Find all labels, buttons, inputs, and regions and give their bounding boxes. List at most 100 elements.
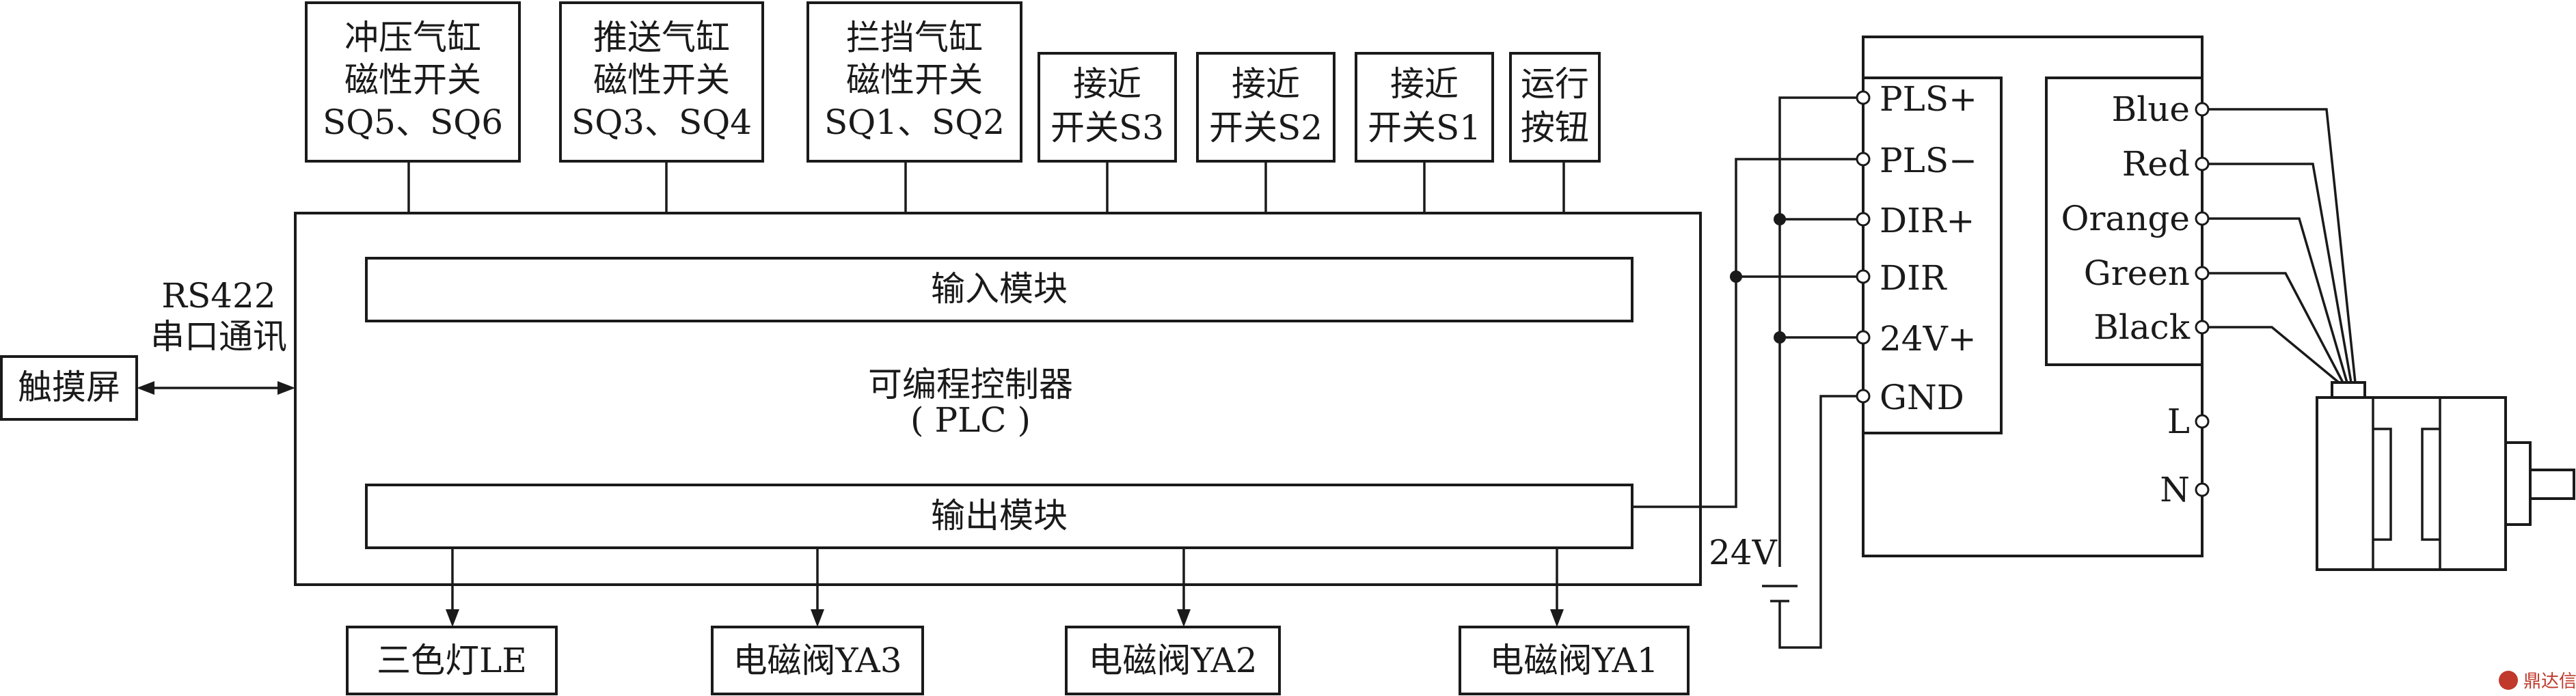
- input-label-line: 开关S2: [1209, 108, 1323, 148]
- input-module-label: 输入模块: [931, 269, 1068, 309]
- mains-label: L: [2167, 402, 2190, 441]
- input-label-line: 磁性开关: [846, 60, 983, 100]
- arrowhead: [137, 381, 154, 395]
- output-box-valve-ya3: 电磁阀YA3: [711, 626, 924, 695]
- terminal-label: DIR: [1880, 258, 1947, 298]
- output-box-tricolor-lamp: 三色灯LE: [346, 626, 558, 695]
- motor-pole: [2373, 428, 2392, 541]
- junction-dot: [1774, 213, 1786, 225]
- wire-label: Orange: [2061, 199, 2190, 238]
- terminal-label: 24V+: [1880, 319, 1977, 359]
- plc-subtitle: ( PLC ): [910, 400, 1031, 440]
- watermark-logo: [2499, 671, 2518, 690]
- input-label-line: SQ3、SQ4: [571, 102, 752, 142]
- input-box-push-cylinder-switch: 推送气缸 磁性开关 SQ3、SQ4: [559, 1, 764, 163]
- driver-wiring: 24V: [1632, 96, 1863, 649]
- input-box-proximity-switch-s2: 接近 开关S2: [1196, 52, 1336, 163]
- input-label-line: 磁性开关: [344, 60, 481, 100]
- power-24v-label: 24V: [1709, 533, 1778, 572]
- motor-pole: [2421, 428, 2440, 541]
- input-label-line: 冲压气缸: [344, 18, 481, 57]
- wire-green: [2208, 272, 2344, 383]
- input-box-stamping-cylinder-switch: 冲压气缸 磁性开关 SQ5、SQ6: [305, 1, 521, 163]
- input-label-line: 按钮: [1521, 108, 1589, 148]
- output-box-valve-ya1: 电磁阀YA1: [1459, 626, 1690, 695]
- motor-connector: [2331, 381, 2366, 399]
- output-box-valve-ya2: 电磁阀YA2: [1065, 626, 1281, 695]
- terminal-label: DIR+: [1880, 201, 1975, 240]
- output-label: 电磁阀YA3: [733, 641, 901, 680]
- motor-flange: [2504, 441, 2532, 526]
- junction-dot: [1774, 331, 1786, 344]
- wire-label: Red: [2122, 144, 2190, 184]
- terminal-dir: [1856, 269, 1871, 284]
- terminal-label: PLS+: [1880, 79, 1977, 119]
- output-label: 电磁阀YA2: [1088, 641, 1257, 680]
- motor-body: [2316, 396, 2507, 571]
- output-module-label: 输出模块: [931, 496, 1068, 535]
- output-module-box: [365, 484, 1633, 549]
- terminal-24v-plus: [1856, 330, 1871, 345]
- output-label: 三色灯LE: [377, 641, 527, 680]
- touchscreen-label: 触摸屏: [18, 367, 120, 407]
- arrowhead: [1550, 609, 1564, 627]
- motor-wiring: [2208, 108, 2357, 384]
- driver-terminal-block: [1862, 76, 2003, 434]
- terminal-l: [2195, 414, 2210, 429]
- wire-label: Green: [2084, 253, 2190, 293]
- terminal-orange: [2195, 211, 2210, 226]
- input-box-proximity-switch-s3: 接近 开关S3: [1038, 52, 1177, 163]
- arrowhead: [811, 609, 824, 627]
- output-arrows: [446, 548, 1564, 627]
- stepper-driver: PLS+ PLS− DIR+ DIR 24V+ GND Blue Red Ora…: [1856, 36, 2210, 557]
- terminal-red: [2195, 156, 2210, 171]
- input-label-line: 磁性开关: [593, 60, 730, 100]
- wire-orange: [2208, 217, 2348, 383]
- input-label-line: SQ1、SQ2: [824, 102, 1005, 142]
- terminal-pls-minus: [1856, 152, 1871, 167]
- rs422-label: RS422: [161, 276, 275, 316]
- input-box-block-cylinder-switch: 拦挡气缸 磁性开关 SQ1、SQ2: [806, 1, 1022, 163]
- arrowhead: [1177, 609, 1191, 627]
- input-label-line: 运行: [1521, 64, 1589, 104]
- plc-title: 可编程控制器: [868, 365, 1073, 404]
- terminal-n: [2195, 482, 2210, 497]
- input-label-line: 接近: [1073, 64, 1141, 104]
- wire-red: [2208, 163, 2353, 383]
- input-label-line: 推送气缸: [593, 18, 730, 57]
- wire-gnd: [1778, 395, 1863, 649]
- terminal-green: [2195, 266, 2210, 281]
- junction-dot: [1730, 270, 1742, 283]
- input-box-proximity-switch-s1: 接近 开关S1: [1355, 52, 1494, 163]
- touchscreen-block: 触摸屏 RS422 串口通讯: [0, 276, 295, 421]
- wire-label: Blue: [2111, 89, 2190, 129]
- input-label-line: 开关S3: [1050, 108, 1164, 148]
- terminal-blue: [2195, 102, 2210, 117]
- touchscreen-box: [0, 355, 138, 421]
- terminal-label: PLS−: [1880, 141, 1977, 180]
- wire-pls-minus: [1632, 158, 1863, 508]
- input-label-line: 接近: [1232, 64, 1300, 104]
- arrowhead: [446, 609, 459, 627]
- stepper-motor: [2316, 381, 2575, 571]
- mains-label: N: [2160, 470, 2190, 510]
- input-module-box: [365, 257, 1633, 322]
- wire-label: Black: [2093, 307, 2191, 347]
- terminal-gnd: [1856, 389, 1871, 404]
- serial-comm-label: 串口通讯: [150, 317, 287, 357]
- driver-motor-terminal-block: [2045, 76, 2204, 366]
- watermark: 鼎达信: [2499, 671, 2576, 692]
- wire-black: [2208, 326, 2340, 384]
- motor-shaft: [2529, 469, 2575, 500]
- input-label-line: 开关S1: [1368, 108, 1481, 148]
- wire-blue: [2208, 108, 2357, 383]
- input-label-line: SQ5、SQ6: [323, 102, 503, 142]
- terminal-pls-plus: [1856, 90, 1871, 105]
- plc-block: 输入模块 可编程控制器 ( PLC ) 输出模块: [294, 212, 1702, 586]
- watermark-text: 鼎达信: [2523, 671, 2576, 692]
- terminal-black: [2195, 320, 2210, 335]
- input-box-run-button: 运行 按钮: [1509, 52, 1601, 163]
- input-label-line: 接近: [1390, 64, 1459, 104]
- output-label: 电磁阀YA1: [1489, 641, 1658, 680]
